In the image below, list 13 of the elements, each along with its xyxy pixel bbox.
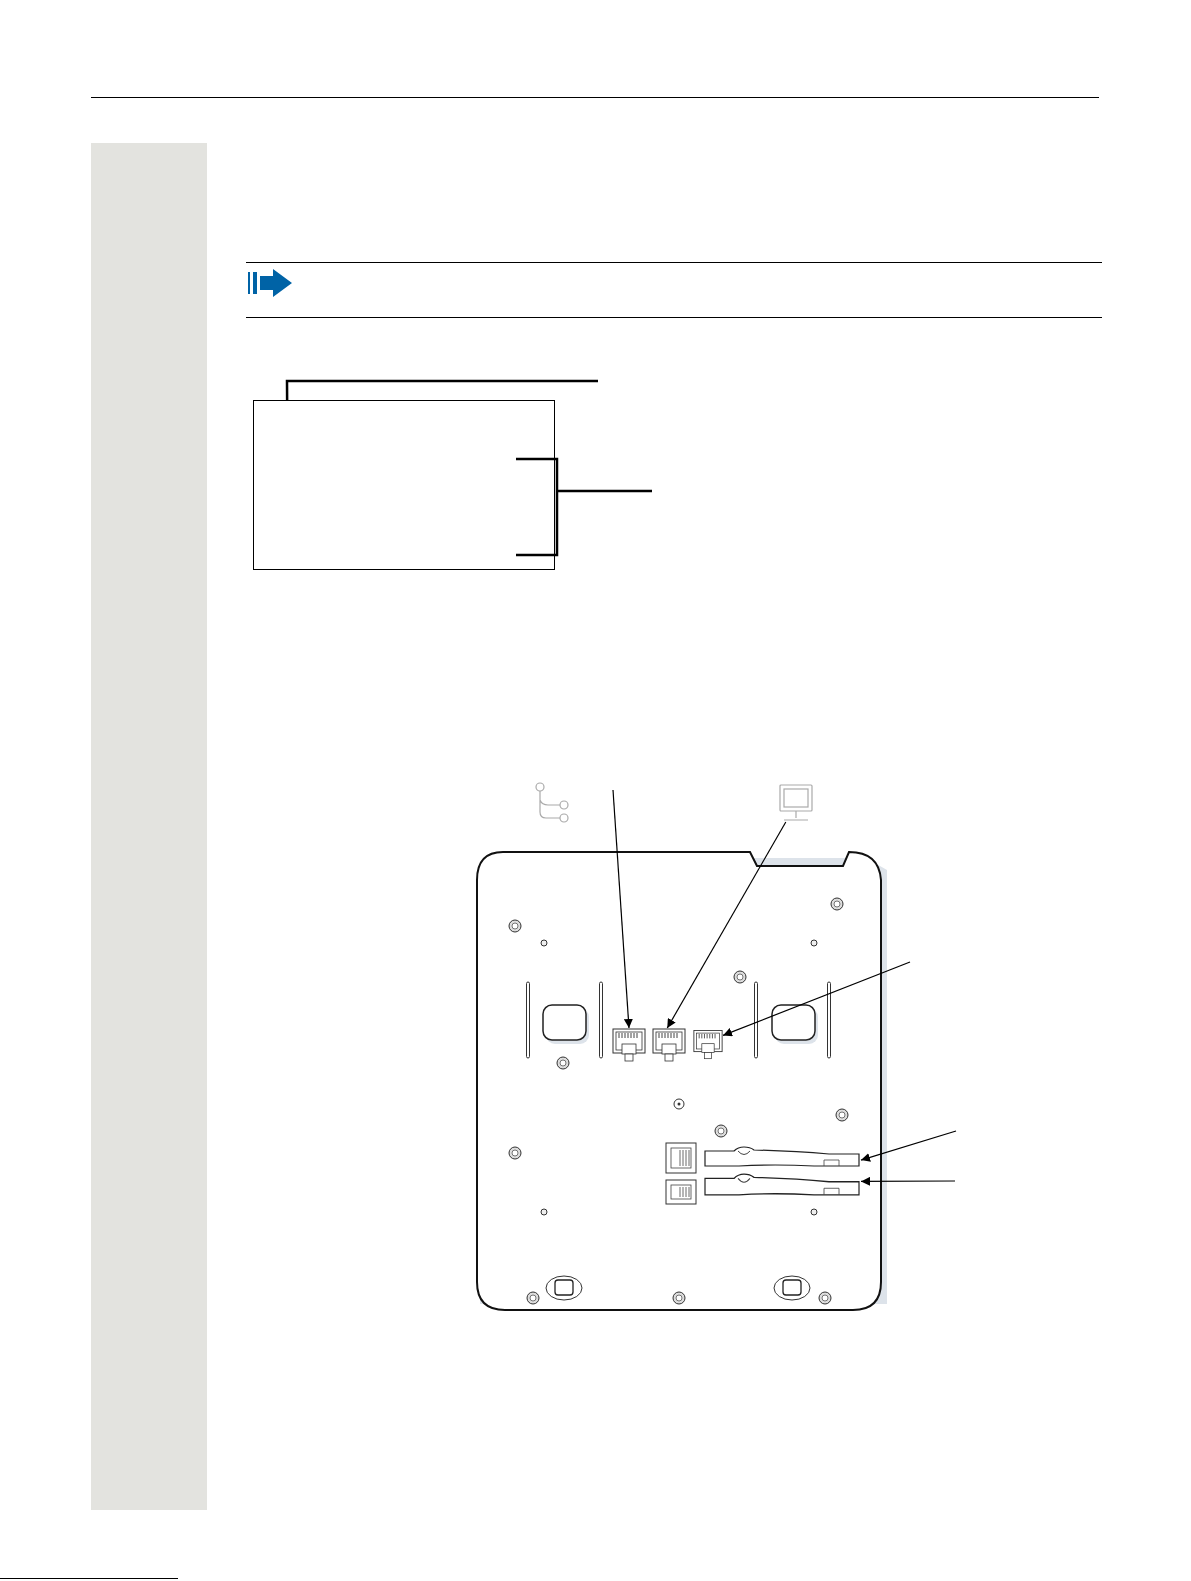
network-jack xyxy=(612,1028,646,1063)
network-jack xyxy=(652,1028,686,1063)
cable-channel xyxy=(704,1146,861,1168)
arrow xyxy=(722,961,911,1037)
arrow xyxy=(666,821,787,1029)
frame-box xyxy=(253,400,555,570)
leader-line xyxy=(285,379,598,400)
cable-channel xyxy=(704,1173,861,1197)
network-jack xyxy=(693,1029,723,1061)
arrow xyxy=(612,789,633,1029)
arrow xyxy=(860,1130,957,1162)
arrow xyxy=(860,1176,956,1186)
monitor-icon xyxy=(779,784,813,822)
